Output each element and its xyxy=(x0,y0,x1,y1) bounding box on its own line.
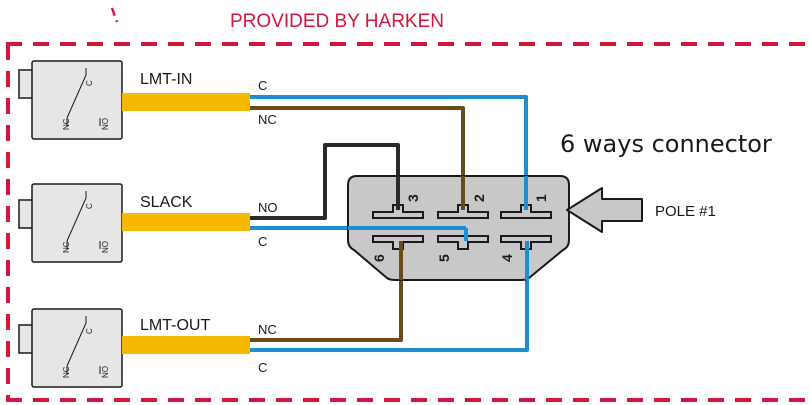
switch-slack: C NC NO xyxy=(18,183,250,263)
cable-lmt-in xyxy=(122,93,250,111)
terminal-nc: NC xyxy=(62,366,71,378)
wire-label-lmt-out-bottom: C xyxy=(258,360,267,375)
terminal-nc: NC xyxy=(62,118,71,130)
wire-label-lmt-in-bottom: NC xyxy=(258,112,277,127)
pin-slot-3 xyxy=(372,204,424,219)
provided-by-label: PROVIDED BY HARKEN xyxy=(230,11,444,32)
wire-label-lmt-in-top: C xyxy=(258,78,267,93)
pin-label-4: 4 xyxy=(499,254,515,262)
terminal-c: C xyxy=(85,328,94,334)
wire-label-slack-top: NO xyxy=(258,200,278,215)
switch-label-lmt-out: LMT-OUT xyxy=(140,317,210,334)
black-wire xyxy=(250,143,400,220)
terminal-no: NO xyxy=(101,366,110,378)
pin-label-3: 3 xyxy=(405,194,421,202)
pin-slot-5 xyxy=(437,235,489,250)
pin-label-1: 1 xyxy=(533,194,549,202)
pin-slot-4 xyxy=(500,235,552,250)
pin-slot-1 xyxy=(500,204,552,219)
cable-lmt-out xyxy=(122,336,250,354)
pole-label: POLE #1 xyxy=(655,203,716,220)
terminal-c: C xyxy=(85,80,94,86)
pin-label-2: 2 xyxy=(471,194,487,202)
wire-label-slack-bottom: C xyxy=(258,234,267,249)
switch-label-lmt-in: LMT-IN xyxy=(140,71,192,88)
terminal-no: NO xyxy=(101,241,110,253)
terminal-c: C xyxy=(85,203,94,209)
terminal-no: NO xyxy=(101,118,110,130)
switch-label-slack: SLACK xyxy=(140,194,193,211)
connector-title: 6 ways connector xyxy=(560,130,772,158)
pin-label-6: 6 xyxy=(371,254,387,262)
wire-label-lmt-out-top: NC xyxy=(258,322,277,337)
pole-arrow-icon xyxy=(566,187,643,233)
switch-lmt-in: C NC NO xyxy=(18,60,250,140)
pin-label-5: 5 xyxy=(436,254,452,262)
pin-slot-2 xyxy=(437,204,489,219)
terminal-nc: NC xyxy=(62,241,71,253)
switch-lmt-out: C NC NO xyxy=(18,308,250,388)
cable-slack xyxy=(122,213,250,231)
harken-boundary xyxy=(6,42,805,402)
header-pointer-line xyxy=(110,7,119,23)
wire-ends xyxy=(348,176,529,280)
